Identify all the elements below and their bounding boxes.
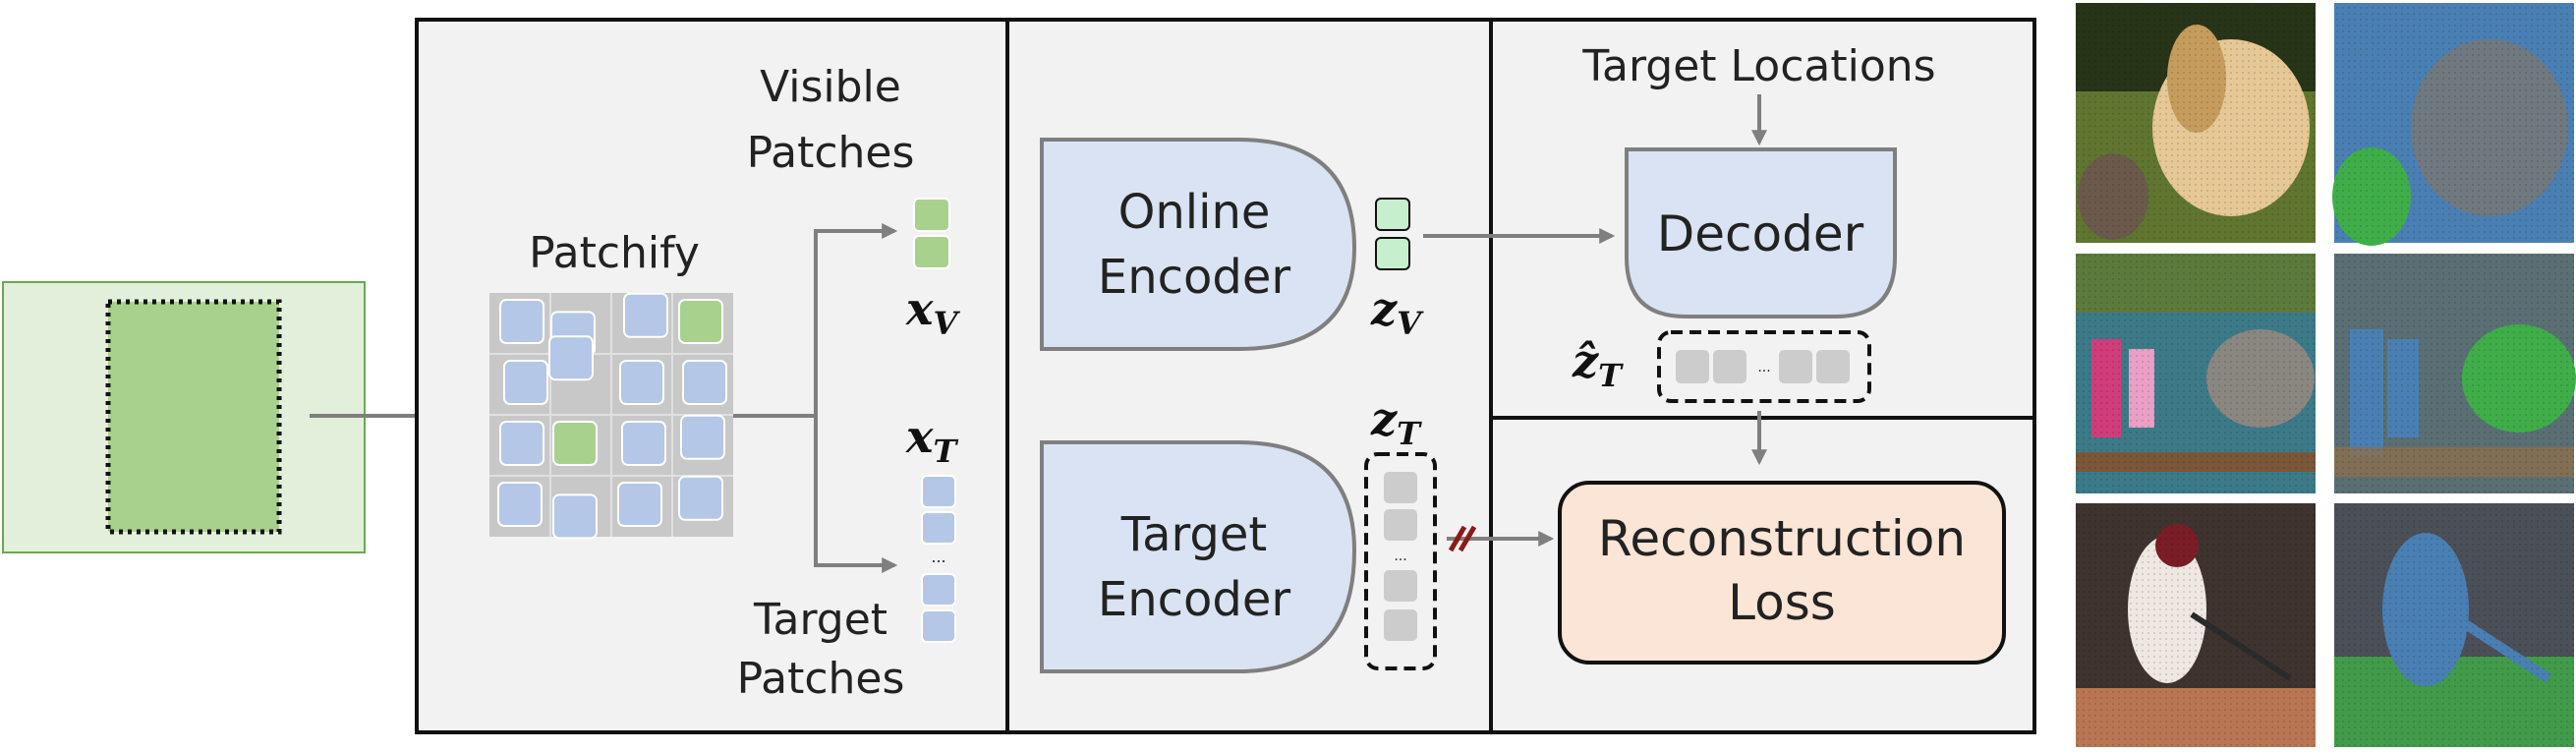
visible-patches-label: Visible bbox=[760, 62, 901, 112]
target-token bbox=[1384, 472, 1417, 503]
patch-grid bbox=[489, 292, 733, 540]
stop-gradient-icon bbox=[1448, 525, 1477, 552]
x-t-symbol: xT bbox=[905, 410, 958, 470]
target-grid-patch bbox=[680, 414, 725, 460]
reconstruction-loss bbox=[1558, 481, 2006, 665]
target-encoder-label-2: Encoder bbox=[1098, 572, 1291, 627]
ellipsis: ... bbox=[1757, 360, 1770, 376]
target-patch bbox=[921, 609, 956, 643]
target-encoder-label: Target bbox=[1120, 507, 1268, 562]
target-grid-patch bbox=[617, 482, 662, 527]
online-encoder-label: Online bbox=[1118, 185, 1271, 240]
target-grid-patch bbox=[497, 482, 543, 527]
x-v-symbol: xV bbox=[905, 282, 960, 342]
prediction-token bbox=[1713, 350, 1746, 383]
target-grid-patch bbox=[678, 475, 723, 521]
visible-grid-patch bbox=[678, 299, 723, 344]
ellipsis: ... bbox=[1394, 549, 1406, 564]
visible-patch bbox=[913, 235, 950, 269]
target-patch bbox=[921, 475, 956, 508]
decoder-label: Decoder bbox=[1657, 205, 1864, 262]
photo-grid bbox=[2076, 3, 2576, 747]
target-patch bbox=[921, 511, 956, 545]
ellipsis: ... bbox=[931, 548, 945, 566]
online-encoder bbox=[1040, 138, 1357, 351]
target-locations-label: Target Locations bbox=[1581, 41, 1935, 91]
z-hat-t-symbol: ẑT bbox=[1572, 334, 1624, 394]
input-image bbox=[2, 281, 366, 553]
target-patch bbox=[921, 573, 956, 607]
target-grid-patch bbox=[623, 292, 668, 338]
target-patches-label: Target bbox=[753, 595, 887, 645]
split-arrows bbox=[733, 223, 898, 573]
target-grid-patch bbox=[552, 493, 598, 540]
masked-region bbox=[105, 299, 282, 535]
photo-elephant-segmented bbox=[2334, 254, 2576, 493]
visible-patches-label-2: Patches bbox=[747, 128, 915, 178]
z-t-symbol: zT bbox=[1370, 392, 1422, 452]
target-grid-patch bbox=[499, 299, 544, 344]
online-encoder-label-2: Encoder bbox=[1098, 250, 1291, 305]
target-token bbox=[1384, 509, 1417, 541]
online-token bbox=[1375, 237, 1410, 270]
photo-elephant-original bbox=[2076, 254, 2316, 493]
visible-patch bbox=[913, 198, 950, 232]
photo-puppy-segmented bbox=[2332, 3, 2574, 246]
target-grid-patch bbox=[621, 421, 666, 466]
target-grid-patch bbox=[682, 360, 727, 405]
target-token bbox=[1384, 609, 1417, 641]
target-grid-patch bbox=[548, 335, 594, 381]
target-patches-label-2: Patches bbox=[737, 654, 905, 704]
z-v-symbol: zV bbox=[1370, 282, 1424, 342]
target-token-group bbox=[1364, 452, 1437, 670]
target-encoder bbox=[1040, 440, 1357, 673]
prediction-token bbox=[1779, 350, 1812, 383]
prediction-token bbox=[1676, 350, 1709, 383]
patchify-label: Patchify bbox=[529, 228, 700, 278]
reconstruction-loss-label: Reconstruction bbox=[1598, 510, 1966, 567]
target-token bbox=[1384, 570, 1417, 602]
prediction-token-group bbox=[1657, 330, 1871, 403]
prediction-token bbox=[1816, 350, 1850, 383]
target-grid-patch bbox=[499, 421, 544, 466]
online-token bbox=[1375, 198, 1410, 231]
target-grid-patch bbox=[503, 360, 548, 405]
photo-puppy-original bbox=[2076, 3, 2316, 243]
reconstruction-loss-label-2: Loss bbox=[1728, 574, 1836, 631]
visible-grid-patch bbox=[552, 421, 598, 466]
target-grid-patch bbox=[619, 360, 664, 405]
decoder bbox=[1625, 147, 1897, 318]
photo-baseball-segmented bbox=[2334, 503, 2574, 747]
photo-baseball-original bbox=[2076, 503, 2316, 747]
